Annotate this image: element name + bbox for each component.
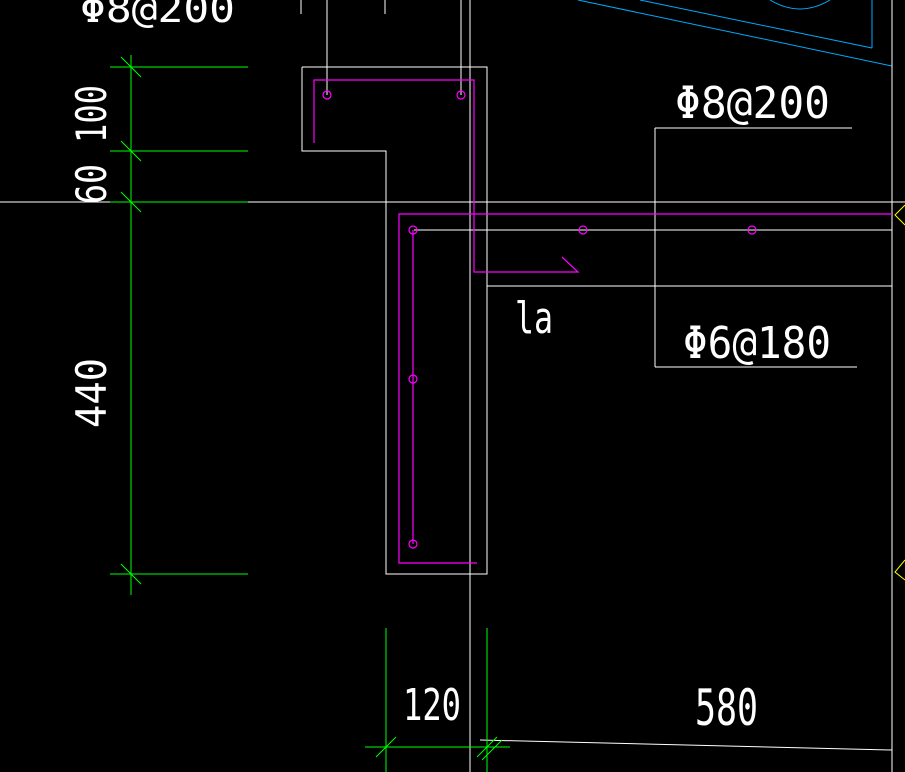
rebar-dot bbox=[456, 90, 466, 100]
dimension-580: 580 bbox=[695, 679, 758, 737]
dimension-120: 120 bbox=[403, 680, 461, 731]
rebar-dot bbox=[408, 539, 418, 549]
dimension-60: 60 bbox=[67, 164, 116, 204]
dimension-440: 440 bbox=[67, 358, 116, 428]
rebar bbox=[313, 79, 892, 564]
bottom-rebar-label: Φ6@180 bbox=[683, 318, 831, 369]
rebar-dot bbox=[408, 374, 418, 384]
top-rebar-label: Φ8@200 bbox=[675, 78, 830, 129]
beam-section-outline bbox=[301, 66, 488, 575]
upper-stirrup bbox=[313, 79, 580, 273]
rebar-dot bbox=[408, 225, 418, 235]
anchor-label: la bbox=[515, 293, 553, 344]
rebar-dot bbox=[578, 225, 588, 235]
top-cut-label: Φ8@200 bbox=[80, 0, 235, 31]
edge-markers bbox=[894, 204, 905, 581]
dimension-100: 100 bbox=[67, 85, 116, 143]
dimension-lines bbox=[110, 55, 510, 772]
rebar-dot bbox=[747, 225, 757, 235]
rebar-dot bbox=[322, 90, 332, 100]
slab-rebar bbox=[398, 213, 892, 564]
